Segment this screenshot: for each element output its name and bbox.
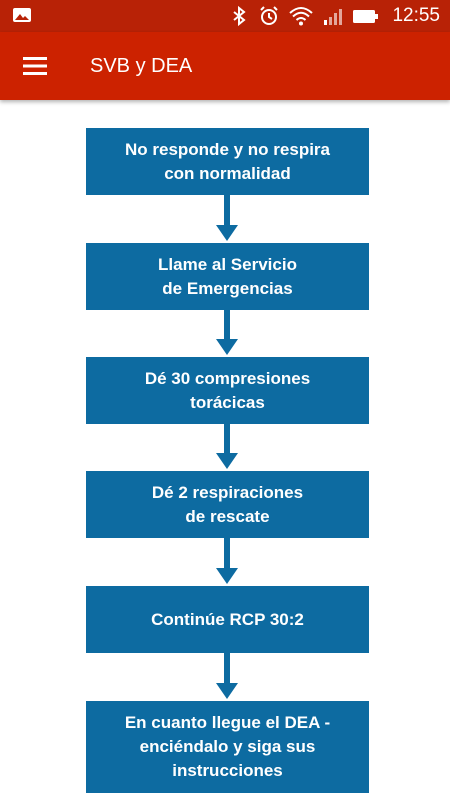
flow-arrow-down-icon [216,424,238,469]
status-bar: 12:55 [0,0,450,32]
flow-step-1: No responde y no respira con normalidad [86,128,369,195]
flow-arrow-down-icon [216,310,238,355]
wifi-icon [289,7,314,26]
menu-icon [23,57,47,75]
status-time: 12:55 [392,5,440,26]
alarm-icon [260,6,279,25]
flow-arrow-down-icon [216,538,238,584]
flow-arrow-down-icon [216,195,238,241]
flow-step-6: En cuanto llegue el DEA - enciéndalo y s… [86,701,369,793]
flow-step-4: Dé 2 respiraciones de rescate [86,471,369,538]
signal-icon [324,9,343,25]
flow-step-5: Continúe RCP 30:2 [86,586,369,653]
app-bar: SVB y DEA [0,32,450,100]
battery-icon [353,10,379,23]
menu-button[interactable] [0,32,70,100]
bluetooth-icon [233,5,247,27]
flow-step-2: Llame al Servicio de Emergencias [86,243,369,310]
page-title: SVB y DEA [90,54,193,77]
gallery-icon [13,8,31,22]
flow-step-3: Dé 30 compresiones torácicas [86,357,369,424]
flow-chart: No responde y no respira con normalidad … [0,100,450,800]
flow-arrow-down-icon [216,653,238,699]
